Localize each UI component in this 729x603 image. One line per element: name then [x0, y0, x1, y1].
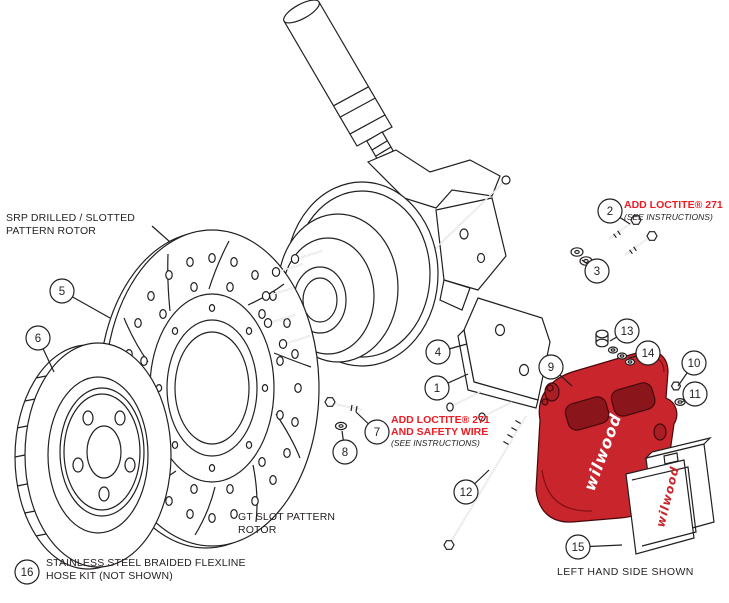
note-lower-line2: AND SAFETY WIRE [391, 425, 489, 438]
callout-circle-10 [681, 350, 707, 376]
bracket-bolts [608, 215, 658, 256]
brake-pads: wilwood [625, 436, 715, 555]
callout-number-6: 6 [35, 333, 41, 345]
label-hose-kit: STAINLESS STEEL BRAIDED FLEXLINE HOSE KI… [46, 557, 246, 582]
callout-number-12: 12 [460, 487, 473, 499]
pad-retainer-hardware [670, 381, 686, 407]
callout-number-16: 16 [21, 567, 34, 579]
hat-bolt-holes [155, 304, 269, 473]
wheel-studs [261, 250, 323, 350]
callout-circle-2 [597, 198, 623, 224]
callout-circle-1 [424, 375, 450, 401]
spacers-item13 [595, 329, 619, 354]
note-upper-line1: ADD LOCTITE® 271 [624, 199, 723, 211]
callout-number-8: 8 [342, 447, 348, 459]
drilled-holes-inner [140, 282, 284, 495]
callout-number-2: 2 [607, 206, 613, 218]
callout-circle-5 [49, 278, 75, 304]
note-lower-line3: (SEE INSTRUCTIONS) [391, 438, 480, 448]
callout-number-13: 13 [621, 326, 634, 338]
rotor-bolt-item7 [324, 397, 363, 413]
callout-number-1: 1 [434, 383, 440, 395]
callout-number-4: 4 [435, 347, 442, 359]
caliper-mount-bracket [446, 297, 551, 422]
callout-circle-7 [364, 419, 390, 445]
hub-assembly [277, 181, 439, 367]
callout-number-11: 11 [689, 389, 701, 401]
callout-circle-6 [25, 325, 51, 351]
note-upper-line2: (SEE INSTRUCTIONS) [624, 211, 713, 222]
long-mounting-bolt [443, 415, 527, 550]
callout-number-9: 9 [548, 362, 554, 374]
callout-number-15: 15 [572, 542, 585, 554]
callout-number-7: 7 [374, 427, 380, 439]
callout-number-3: 3 [594, 266, 600, 278]
steering-knuckle [366, 149, 511, 311]
label-gt-rotor: GT SLOT PATTERN ROTOR [238, 511, 336, 536]
note-loctite-lower: ADD LOCTITE® 271 AND SAFETY WIRE (SEE IN… [391, 414, 490, 448]
callout-number-5: 5 [59, 286, 65, 298]
callout-number-14: 14 [642, 348, 655, 360]
callout-number-10: 10 [688, 358, 701, 370]
strut-assembly [283, 0, 395, 161]
washer-item8 [334, 421, 348, 431]
callout-circle-15 [565, 534, 591, 560]
rotor-gt-slot [14, 342, 172, 570]
callout-circle-14 [635, 340, 661, 366]
callout-circle-4 [425, 339, 451, 365]
callout-circle-12 [453, 479, 479, 505]
callout-circle-11 [682, 381, 708, 407]
callout-circle-8 [332, 439, 358, 465]
label-left-hand-side: LEFT HAND SIDE SHOWN [557, 566, 694, 578]
callout-circle-9 [538, 354, 564, 380]
note-lower-line1: ADD LOCTITE® 271 [391, 414, 490, 426]
note-loctite-upper: ADD LOCTITE® 271 (SEE INSTRUCTIONS) [624, 199, 723, 222]
callout-circle-3 [584, 258, 610, 284]
callout-circle-13 [614, 318, 640, 344]
callout-circle-16 [14, 559, 40, 585]
washers-item14 [616, 352, 636, 366]
label-srp-rotor: SRP DRILLED / SLOTTED PATTERN ROTOR [6, 212, 135, 237]
